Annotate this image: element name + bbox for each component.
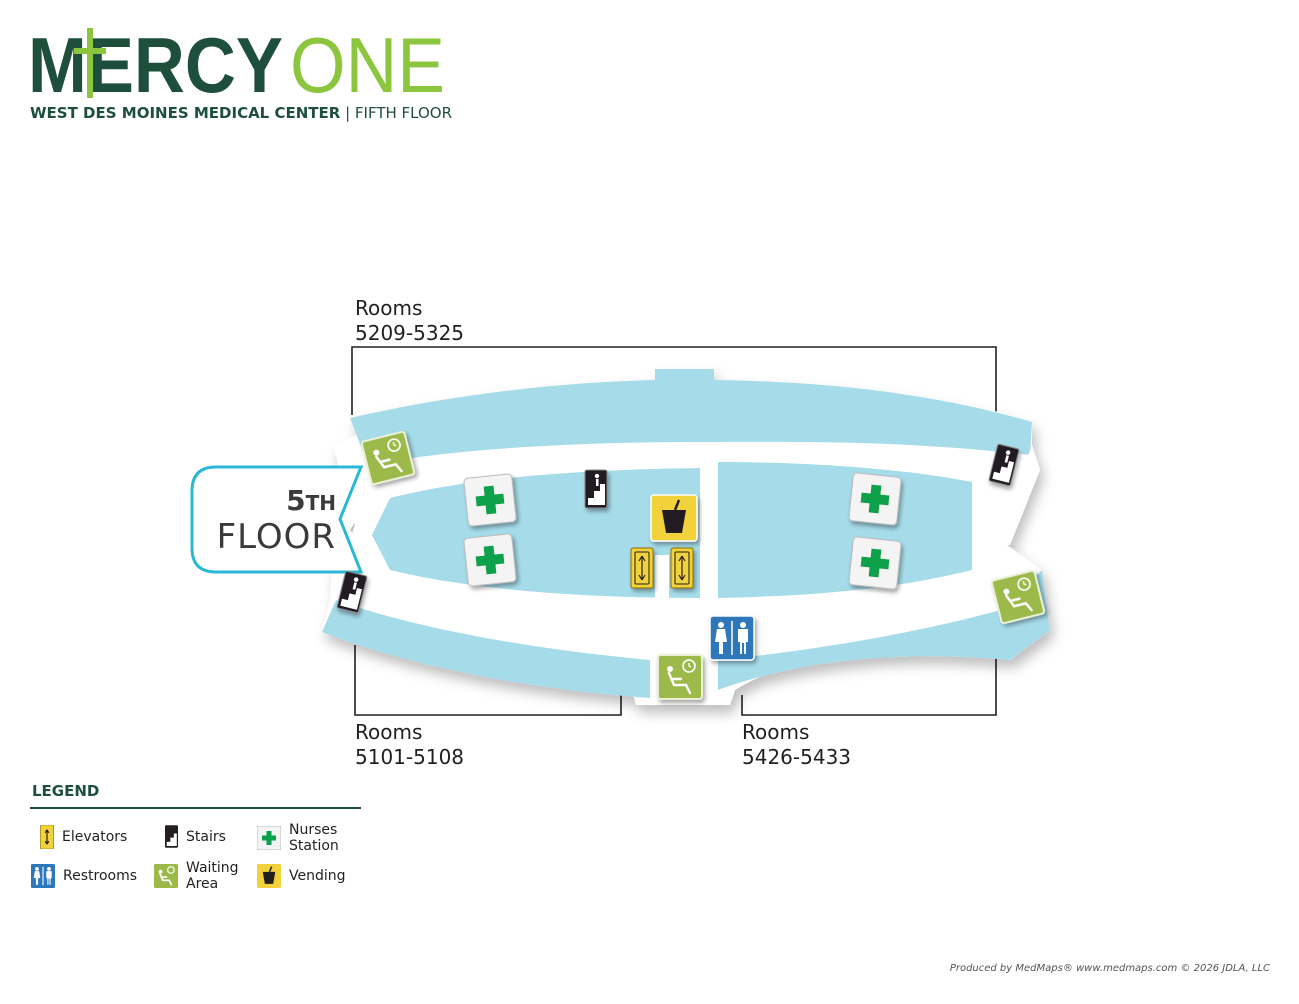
inner-core-west [372, 468, 700, 598]
floor-number: 5TH [190, 484, 336, 517]
stairs-icon [584, 469, 608, 509]
legend-item-stairs: Stairs [165, 825, 226, 848]
legend-label: Nurses Station [289, 822, 339, 854]
stairs-icon [988, 443, 1020, 487]
waiting-area-icon [657, 654, 703, 700]
legend-item-waiting-area: Waiting Area [154, 860, 254, 892]
legend-label: Elevators [62, 829, 128, 845]
south-east-corridor [718, 570, 1050, 690]
logo-text-mercy: MERCY [28, 26, 283, 102]
mercyone-logo: MERCY ONE [28, 26, 445, 102]
rooms-word: Rooms [742, 720, 810, 744]
floor-word: FLOOR [216, 517, 336, 557]
room-outline-bottom-left [354, 645, 622, 716]
legend-label: Vending [289, 868, 346, 884]
rooms-word: Rooms [355, 296, 423, 320]
elevator-icon [40, 825, 54, 849]
nurses-station-icon [463, 533, 517, 587]
vending-icon [650, 494, 698, 542]
inner-core-east [718, 462, 972, 598]
nurses-station-icon [463, 473, 517, 527]
rooms-label-southwest: Rooms 5101-5108 [355, 720, 464, 770]
legend-label: Restrooms [63, 868, 138, 884]
logo-cross-horizontal [74, 48, 106, 54]
room-outline-top [351, 346, 997, 415]
rooms-word: Rooms [355, 720, 423, 744]
waiting-area-icon [990, 569, 1046, 625]
restroom-icon [709, 615, 755, 661]
floor-badge-shape [190, 465, 364, 574]
vending-icon [257, 864, 281, 888]
legend-label: Waiting Area [186, 860, 239, 892]
waiting-area-icon [154, 864, 178, 888]
facility-name: WEST DES MOINES MEDICAL CENTER [30, 104, 341, 122]
legend-item-vending: Vending [257, 864, 346, 888]
legend-item-nurses-station: Nurses Station [257, 822, 357, 854]
floor-number-suffix: TH [305, 491, 336, 515]
nurses-station-icon [848, 536, 902, 590]
legend-label: Stairs [186, 828, 226, 845]
rooms-range: 5209-5325 [355, 321, 465, 345]
rooms-label-southeast: Rooms 5426-5433 [742, 720, 851, 770]
north-corridor [350, 369, 1032, 465]
floor-number-digit: 5 [286, 484, 306, 517]
rooms-label-north: Rooms 5209-5325 [355, 296, 464, 346]
rooms-range: 5101-5108 [355, 745, 465, 769]
restroom-icon [31, 864, 55, 888]
legend-item-restrooms: Restrooms [31, 864, 137, 888]
rooms-range: 5426-5433 [742, 745, 852, 769]
subtitle-separator: | [340, 104, 355, 122]
room-outline-bottom-right [741, 650, 997, 716]
floor-name: FIFTH FLOOR [354, 104, 453, 122]
nurses-station-icon [257, 826, 281, 850]
stairs-icon [336, 570, 368, 614]
logo-cross-vertical [87, 28, 93, 98]
elevator-icon [670, 547, 694, 589]
logo-text-one: ONE [290, 26, 445, 102]
stairs-icon [165, 825, 178, 848]
waiting-area-icon [360, 430, 416, 486]
south-west-corridor [322, 600, 650, 698]
page-subtitle: WEST DES MOINES MEDICAL CENTER | FIFTH F… [30, 104, 452, 122]
legend-item-elevators: Elevators [40, 825, 127, 849]
legend-divider [30, 807, 361, 809]
elevator-icon [630, 547, 654, 589]
nurses-station-icon [848, 472, 902, 526]
legend-title: LEGEND [32, 782, 100, 800]
footer-credit: Produced by MedMaps® www.medmaps.com © 2… [949, 963, 1270, 974]
